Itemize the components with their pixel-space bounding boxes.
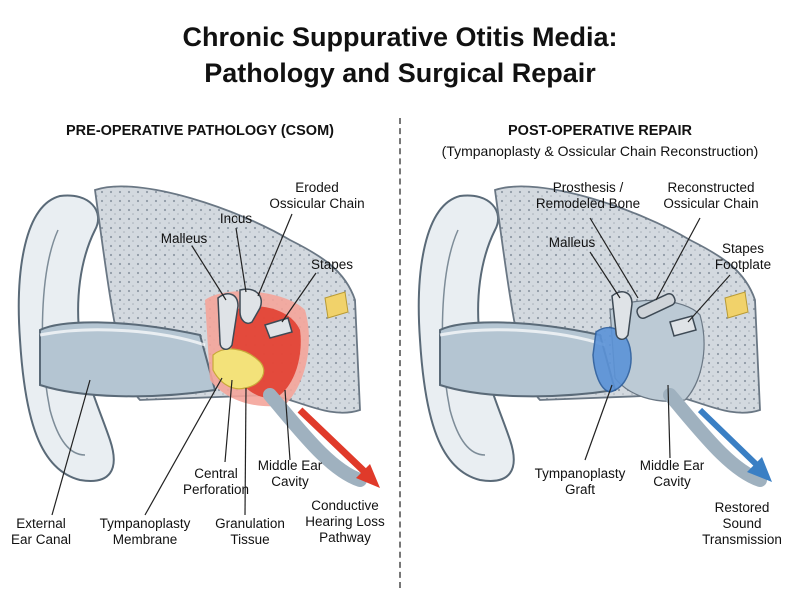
page-title-line-1: Chronic Suppurative Otitis Media: bbox=[182, 22, 618, 52]
label-line: Eroded bbox=[295, 180, 339, 195]
label-line: Ossicular Chain bbox=[269, 196, 365, 211]
label-external-ear-canal: External Ear Canal bbox=[6, 516, 76, 548]
label-line: Reconstructed bbox=[667, 180, 755, 195]
panel-divider bbox=[399, 118, 401, 588]
label-line: Transmission bbox=[702, 532, 782, 547]
label-stapes-footplate: Stapes Footplate bbox=[706, 241, 780, 273]
label-granulation-tissue: Granulation Tissue bbox=[208, 516, 292, 548]
right-panel-subheading: (Tympanoplasty & Ossicular Chain Reconst… bbox=[441, 143, 759, 159]
label-stapes: Stapes bbox=[310, 257, 354, 272]
label-malleus-post: Malleus bbox=[548, 235, 596, 250]
label-line: Ear Canal bbox=[10, 532, 72, 547]
right-panel-heading: POST-OPERATIVE REPAIR bbox=[508, 123, 692, 139]
label-line: Perforation bbox=[182, 482, 250, 497]
label-line: Ossicular Chain bbox=[663, 196, 759, 211]
label-conductive-hearing-loss: Conductive Hearing Loss Pathway bbox=[300, 498, 390, 546]
label-line: Footplate bbox=[714, 257, 772, 272]
label-malleus: Malleus bbox=[160, 231, 208, 246]
label-line: Cavity bbox=[653, 474, 691, 489]
label-line: Pathway bbox=[319, 530, 371, 545]
label-line: Central bbox=[194, 466, 238, 481]
label-middle-ear-cavity-post: Middle Ear Cavity bbox=[632, 458, 712, 490]
label-line: Restored bbox=[714, 500, 770, 515]
label-prosthesis-remodeled-bone: Prosthesis / Remodeled Bone bbox=[530, 180, 646, 212]
label-eroded-ossicular-chain: Eroded Ossicular Chain bbox=[262, 180, 372, 212]
label-middle-ear-cavity: Middle Ear Cavity bbox=[250, 458, 330, 490]
label-restored-sound-transmission: Restored Sound Transmission bbox=[690, 500, 794, 548]
post-op-ear-diagram bbox=[417, 185, 772, 487]
label-line: Membrane bbox=[112, 532, 178, 547]
label-tympanoplasty-graft: Tympanoplasty Graft bbox=[528, 466, 632, 498]
label-line: Sound bbox=[722, 516, 762, 531]
page-title-line-2: Pathology and Surgical Repair bbox=[204, 58, 596, 88]
label-line: Tympanoplasty bbox=[99, 516, 191, 531]
granulation-tissue bbox=[212, 348, 265, 390]
label-incus: Incus bbox=[219, 211, 253, 226]
pre-op-ear-diagram bbox=[17, 185, 380, 516]
label-line: Middle Ear bbox=[639, 458, 705, 473]
label-line: Granulation bbox=[215, 516, 285, 531]
malleus-bone bbox=[611, 291, 633, 340]
label-line: Prosthesis / bbox=[552, 180, 624, 195]
label-line: Stapes bbox=[721, 241, 765, 256]
label-line: Cavity bbox=[271, 474, 309, 489]
prosthesis bbox=[636, 293, 676, 319]
label-line: Tympanoplasty bbox=[534, 466, 626, 481]
incus-bone bbox=[239, 288, 262, 324]
label-central-perforation: Central Perforation bbox=[174, 466, 258, 498]
label-line: External bbox=[16, 516, 66, 531]
external-ear-canal bbox=[39, 321, 217, 398]
label-reconstructed-ossicular-chain: Reconstructed Ossicular Chain bbox=[656, 180, 766, 212]
label-line: Conductive bbox=[311, 498, 379, 513]
label-line: Graft bbox=[564, 482, 595, 497]
left-panel-heading: PRE-OPERATIVE PATHOLOGY (CSOM) bbox=[66, 123, 334, 139]
label-line: Tissue bbox=[230, 532, 270, 547]
label-line: Remodeled Bone bbox=[535, 196, 641, 211]
label-tympanoplasty-membrane: Tympanoplasty Membrane bbox=[93, 516, 197, 548]
external-ear-canal bbox=[439, 321, 617, 398]
label-line: Hearing Loss bbox=[305, 514, 385, 529]
label-line: Middle Ear bbox=[257, 458, 323, 473]
stapes-bone bbox=[264, 317, 293, 339]
malleus-bone bbox=[217, 293, 239, 350]
